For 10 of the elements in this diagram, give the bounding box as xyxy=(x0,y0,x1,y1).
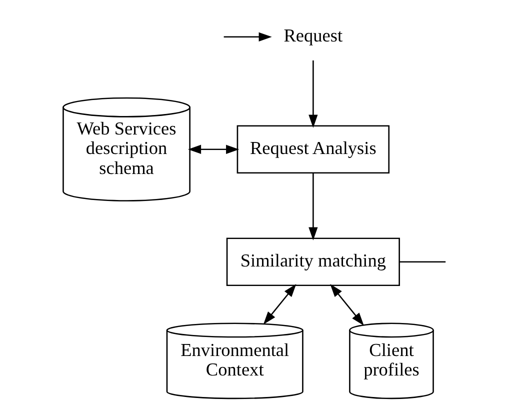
arrow xyxy=(330,284,364,326)
arrow xyxy=(262,284,296,325)
arrow xyxy=(187,144,239,154)
arrow xyxy=(223,32,272,42)
connector xyxy=(399,261,446,263)
node-box: Similarity matching xyxy=(226,238,400,286)
arrow xyxy=(308,172,318,240)
node-box: Request Analysis xyxy=(236,125,390,174)
node-text: Request xyxy=(283,26,342,46)
arrow xyxy=(308,60,318,128)
